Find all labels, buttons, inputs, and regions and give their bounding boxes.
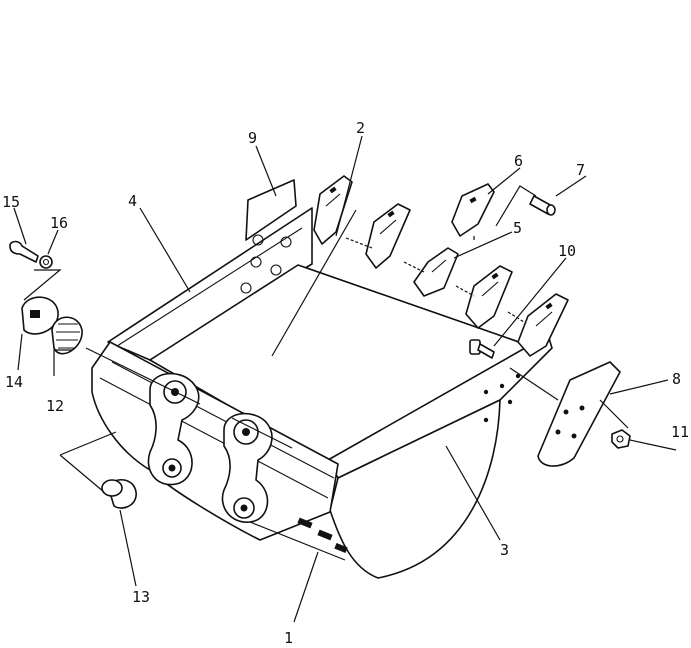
callout-9: 9 bbox=[248, 129, 257, 147]
callout-6: 6 bbox=[514, 152, 523, 170]
side-cutter-right bbox=[537, 361, 621, 467]
bolt-10 bbox=[469, 339, 495, 359]
tooth bbox=[365, 203, 411, 269]
callout-12: 12 bbox=[46, 397, 64, 415]
tooth bbox=[517, 293, 569, 357]
nut-11 bbox=[611, 429, 631, 449]
callout-16: 16 bbox=[50, 214, 68, 232]
callout-10: 10 bbox=[558, 242, 576, 260]
bucket-back-curve bbox=[329, 399, 501, 579]
callout-5: 5 bbox=[513, 219, 522, 237]
coil-spring-12 bbox=[51, 316, 83, 355]
callout-13: 13 bbox=[132, 588, 150, 606]
wear-strip bbox=[297, 517, 313, 529]
callout-15: 15 bbox=[2, 193, 20, 211]
mounting-ear-right bbox=[221, 412, 273, 523]
washer-16 bbox=[39, 255, 53, 269]
mounting-ear-left bbox=[147, 372, 200, 486]
callout-14: 14 bbox=[5, 373, 23, 391]
leader-lines bbox=[13, 135, 677, 623]
tooth-row bbox=[313, 175, 569, 357]
shim-14 bbox=[21, 296, 59, 335]
callout-3: 3 bbox=[500, 541, 509, 559]
callout-labels: 1 2 3 4 5 6 7 8 9 10 11 12 13 14 15 16 bbox=[2, 119, 689, 647]
tooth bbox=[465, 265, 513, 329]
tooth-pin bbox=[529, 195, 556, 216]
bolt-15 bbox=[9, 240, 39, 263]
callout-4: 4 bbox=[128, 192, 137, 210]
wear-strip bbox=[317, 529, 333, 541]
callout-2: 2 bbox=[356, 119, 365, 137]
tooth bbox=[313, 175, 353, 245]
callout-8: 8 bbox=[672, 370, 681, 388]
callout-11: 11 bbox=[671, 423, 689, 441]
tooth bbox=[413, 247, 459, 297]
bucket-body bbox=[91, 207, 553, 579]
tooth-point-exploded bbox=[451, 183, 495, 237]
side-cutter-left bbox=[245, 179, 297, 241]
wear-strip bbox=[334, 542, 348, 554]
left-side-plate bbox=[107, 207, 313, 361]
bushing-13 bbox=[101, 479, 137, 509]
callout-1: 1 bbox=[284, 629, 293, 647]
callout-7: 7 bbox=[576, 161, 585, 179]
